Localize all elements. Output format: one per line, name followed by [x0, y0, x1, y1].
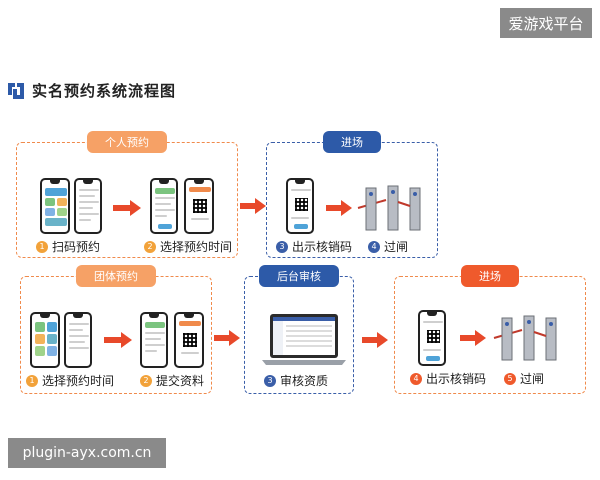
arrow-right-icon — [214, 330, 240, 346]
turnstile-gate-icon-2 — [493, 315, 557, 361]
laptop-icon — [262, 314, 346, 365]
watermark-bottom: plugin-ayx.com.cn — [8, 438, 166, 468]
turnstile-gate-icon — [357, 185, 421, 231]
arrow-right-icon — [362, 332, 388, 348]
arrow-right-icon — [326, 200, 352, 216]
entry-tag-1: 进场 — [323, 131, 381, 153]
backend-review-tag: 后台审核 — [259, 265, 339, 287]
phone-form-screen — [74, 178, 102, 234]
arrow-right-icon — [460, 330, 486, 346]
backend-review-box: 后台审核 — [244, 265, 354, 394]
watermark-top: 爱游戏平台 — [500, 8, 592, 38]
group-booking-box: 团体预约 — [20, 265, 212, 394]
personal-booking-box: 个人预约 — [16, 131, 238, 258]
group-booking-tag: 团体预约 — [76, 265, 156, 287]
phone-verify-code-screen-2 — [418, 310, 446, 366]
phone-scan-screen — [40, 178, 70, 234]
phone-submit-form-screen — [140, 312, 168, 368]
phone-group-time-screen — [30, 312, 60, 368]
entry-box-1: 进场 — [266, 131, 438, 258]
diagram-title: 实名预约系统流程图 — [32, 82, 177, 100]
phone-qr-screen — [184, 178, 214, 234]
brand-logo-icon — [8, 82, 24, 99]
entry-tag-2: 进场 — [461, 265, 519, 287]
arrow-right-icon — [240, 198, 266, 214]
phone-verify-code-screen — [286, 178, 314, 234]
arrow-right-icon — [113, 200, 141, 216]
phone-time-select-screen — [150, 178, 178, 234]
personal-booking-tag: 个人预约 — [87, 131, 167, 153]
phone-group-list-screen — [64, 312, 92, 368]
title-row: 实名预约系统流程图 — [6, 80, 176, 101]
arrow-right-icon — [104, 332, 132, 348]
phone-submit-qr-screen — [174, 312, 204, 368]
entry-box-2: 进场 — [394, 265, 586, 394]
